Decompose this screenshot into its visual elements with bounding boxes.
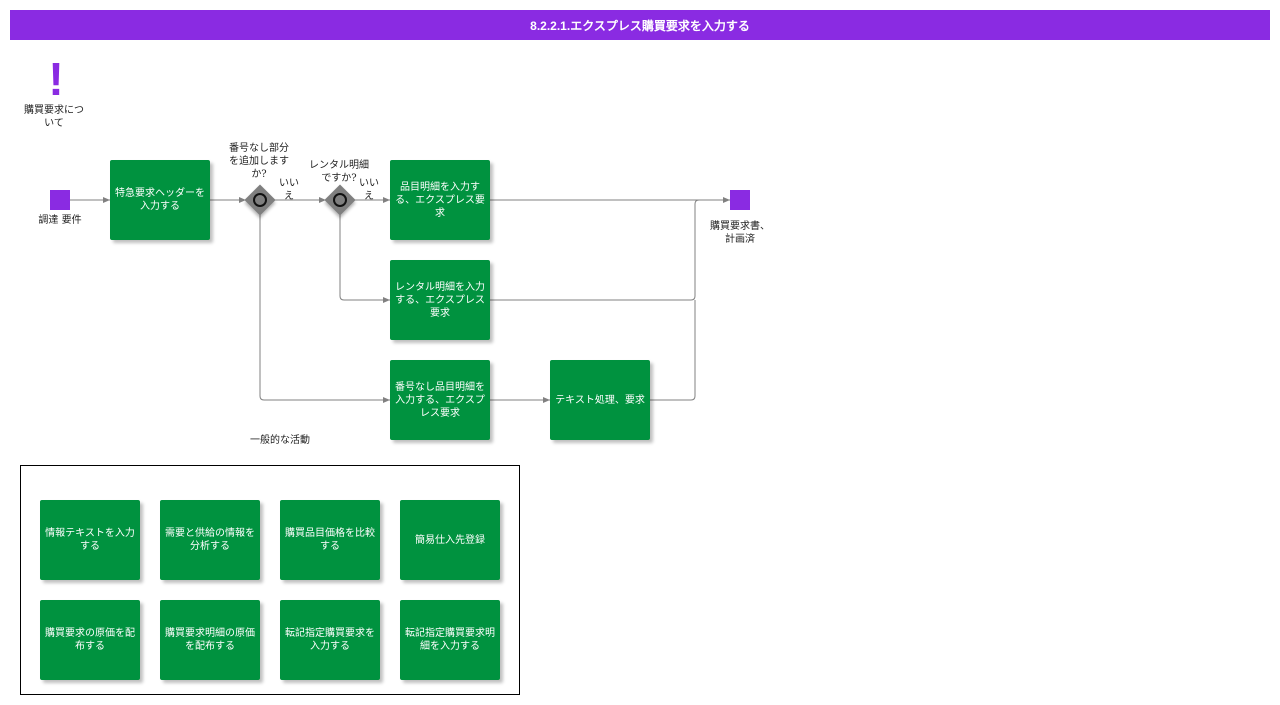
group-task[interactable]: 需要と供給の情報を分析する — [160, 500, 260, 580]
group-task[interactable]: 簡易仕入先登録 — [400, 500, 500, 580]
task-text-processing[interactable]: テキスト処理、要求 — [550, 360, 650, 440]
flow-text-to-end — [650, 300, 696, 401]
task-no-number-item[interactable]: 番号なし品目明細を入力する、エクスプレス要求 — [390, 360, 490, 440]
flow-gateway1-to-no-number — [259, 214, 390, 403]
end-event-label: 購買要求書、計画済 — [710, 221, 770, 245]
gateway2-label: レンタル明細ですか? — [309, 160, 369, 184]
annotation-label: 購買要求について — [24, 105, 84, 129]
group-task[interactable]: 転記指定購買要求明細を入力する — [400, 600, 500, 680]
task-header-entry[interactable]: 特急要求ヘッダーを入力する — [110, 160, 210, 240]
end-event[interactable] — [730, 190, 750, 210]
annotation-icon: ! — [48, 53, 64, 105]
general-activities-group — [20, 465, 520, 695]
flow-rental-to-end — [490, 199, 700, 301]
group-task[interactable]: 購買要求の原価を配布する — [40, 600, 140, 680]
group-task[interactable]: 購買品目価格を比較する — [280, 500, 380, 580]
gateway1-no-label: いいえ — [279, 178, 299, 202]
start-event[interactable] — [50, 190, 70, 210]
task-rental-detail[interactable]: レンタル明細を入力する、エクスプレス要求 — [390, 260, 490, 340]
gateway1-marker-icon — [253, 193, 267, 207]
group-label: 一般的な活動 — [250, 435, 310, 446]
gateway1-label: 番号なし部分を追加します か? — [229, 143, 289, 180]
gateway2-no-label: いいえ — [359, 178, 379, 202]
start-event-label: 調達 要件 — [38, 215, 82, 226]
group-task[interactable]: 購買要求明細の原価を配布する — [160, 600, 260, 680]
gateway2-marker-icon — [333, 193, 347, 207]
task-item-detail[interactable]: 品目明細を入力する、エクスプレス要求 — [390, 160, 490, 240]
group-task[interactable]: 転記指定購買要求を入力する — [280, 600, 380, 680]
flow-gateway2-to-rental — [339, 214, 390, 303]
group-task[interactable]: 情報テキストを入力する — [40, 500, 140, 580]
page-title: 8.2.2.1.エクスプレス購買要求を入力する — [10, 10, 1270, 40]
